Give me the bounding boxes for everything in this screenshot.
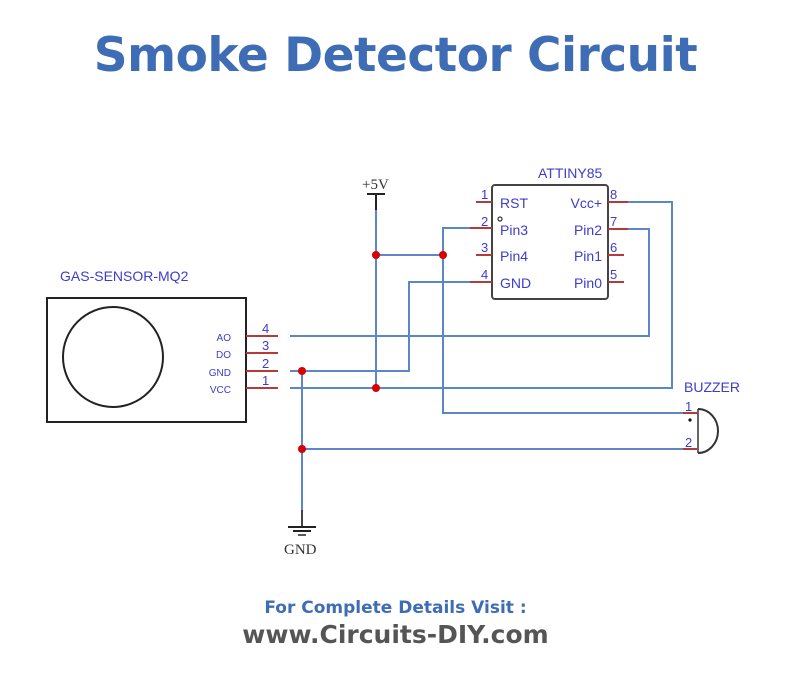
wire-pin3-to-buzzer xyxy=(442,227,683,414)
wire-gnd-to-mcu-gnd xyxy=(290,281,470,372)
pin1-marker-icon xyxy=(497,216,503,222)
buzzer-pin-number: 2 xyxy=(685,435,692,450)
mcu-pin-label: Pin0 xyxy=(574,275,602,291)
sensor-pin-number: 1 xyxy=(262,373,269,388)
mcu-pin-label: Vcc+ xyxy=(570,195,602,211)
buzzer: BUZZER 1 2 xyxy=(683,379,740,454)
buzzer-polarity-dot xyxy=(688,418,692,422)
sensor-pin-number: 4 xyxy=(262,321,269,336)
wire-vcc-to-vcc xyxy=(290,201,673,389)
sensor-body xyxy=(46,297,247,423)
page-title: Smoke Detector Circuit xyxy=(93,28,698,83)
buzzer-pin-number: 1 xyxy=(685,399,692,414)
sensor-pin-label: GND xyxy=(209,368,231,379)
junction-dot xyxy=(372,251,380,259)
junctions xyxy=(298,251,447,453)
wires xyxy=(290,201,683,522)
footer-website-link[interactable]: www.Circuits-DIY.com xyxy=(242,620,549,649)
mcu-name: ATTINY85 xyxy=(538,165,603,181)
sensor-pin-label: VCC xyxy=(210,385,231,396)
wire-ao-to-pin2 xyxy=(290,228,650,337)
attiny85-chip: ATTINY85 1 2 3 4 RST Pin3 Pin4 GND 8 7 6… xyxy=(470,165,628,300)
mcu-pin-number: 3 xyxy=(481,240,488,255)
footer-visit-text: For Complete Details Visit : xyxy=(264,598,527,618)
ground-symbol: GND xyxy=(284,510,317,558)
mcu-pin-number: 7 xyxy=(610,214,617,229)
sensor-pin-label: AO xyxy=(217,333,232,344)
gas-sensor-mq2: GAS-SENSOR-MQ2 AO DO GND VCC 4 3 2 1 xyxy=(46,268,278,423)
sensor-element-icon xyxy=(62,306,164,408)
mcu-pin-label: Pin2 xyxy=(574,222,602,238)
mcu-pin-label: Pin1 xyxy=(574,248,602,264)
sensor-pin-number: 2 xyxy=(262,356,269,371)
sensor-name: GAS-SENSOR-MQ2 xyxy=(60,268,189,284)
junction-dot xyxy=(372,384,380,392)
junction-dot xyxy=(298,367,306,375)
mcu-pin-number: 6 xyxy=(610,240,617,255)
power-label: +5V xyxy=(362,177,389,193)
junction-dot xyxy=(298,445,306,453)
mcu-body xyxy=(491,184,609,300)
mcu-pin-number: 2 xyxy=(481,214,488,229)
mcu-pin-number: 8 xyxy=(610,187,617,202)
mcu-pin-number: 5 xyxy=(610,267,617,282)
junction-dot xyxy=(439,251,447,259)
mcu-pin-label: Pin4 xyxy=(500,248,528,264)
mcu-pin-label: RST xyxy=(500,195,528,211)
mcu-pin-number: 4 xyxy=(481,267,488,282)
sensor-pin-label: DO xyxy=(216,350,231,361)
mcu-pin-label: Pin3 xyxy=(500,222,528,238)
buzzer-name: BUZZER xyxy=(684,379,740,395)
mcu-pin-number: 1 xyxy=(481,187,488,202)
ground-label: GND xyxy=(284,542,317,558)
power-5v: +5V xyxy=(362,177,389,210)
sensor-pin-number: 3 xyxy=(262,338,269,353)
mcu-pin-label: GND xyxy=(500,275,531,291)
buzzer-dome-icon xyxy=(697,408,719,454)
